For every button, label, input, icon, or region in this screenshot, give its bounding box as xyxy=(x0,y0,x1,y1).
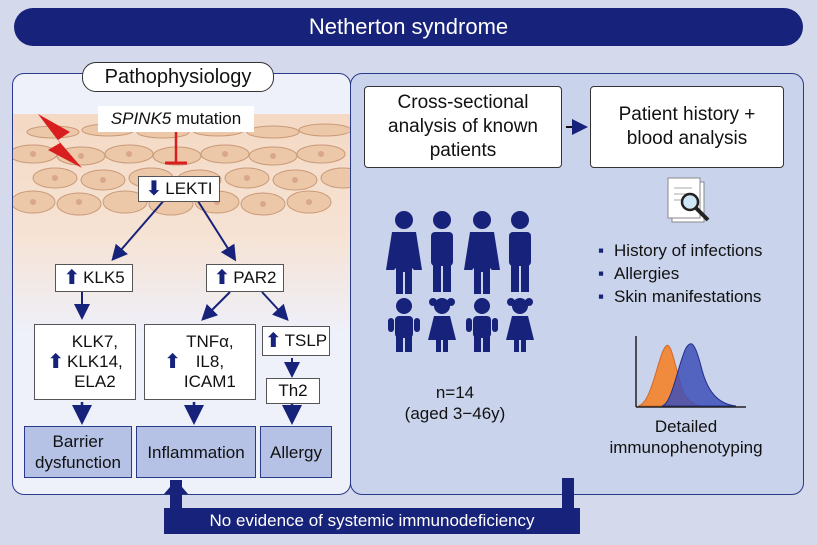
up-arrow-icon: ⬆ xyxy=(264,330,282,352)
down-arrow-icon: ⬇ xyxy=(145,178,163,200)
list-item: Allergies xyxy=(598,262,762,285)
th2-label: Th2 xyxy=(278,381,308,400)
person-icon xyxy=(388,298,420,352)
par2-label: PAR2 xyxy=(233,268,277,287)
tslp-label: TSLP xyxy=(284,331,328,350)
klk5-box: ⬆KLK5 xyxy=(55,264,133,292)
icam1-label: ICAM1 xyxy=(183,372,236,391)
pathophysiology-title: Pathophysiology xyxy=(82,62,274,92)
up-arrow-icon: ⬆ xyxy=(47,351,64,373)
person-icon xyxy=(464,211,500,294)
par2-box: ⬆PAR2 xyxy=(206,264,284,292)
spink5-gene: SPINK5 xyxy=(110,109,172,128)
il8-label: IL8, xyxy=(195,352,225,371)
up-arrow-icon: ⬆ xyxy=(63,267,81,289)
list-item: Skin manifestations xyxy=(598,285,762,308)
person-icon xyxy=(431,211,453,292)
klk7-label: KLK7, xyxy=(71,332,119,351)
title-text: Netherton syndrome xyxy=(308,14,509,39)
patients-group xyxy=(386,211,534,352)
histogram-icon xyxy=(635,336,746,408)
conclusion-banner: No evidence of systemic immunodeficiency xyxy=(164,508,580,534)
person-icon xyxy=(386,211,422,294)
klk-group-box: ⬆ KLK7, KLK14, ELA2 xyxy=(34,324,136,400)
title-banner: Netherton syndrome xyxy=(14,8,803,46)
up-arrow-icon: ⬆ xyxy=(213,267,231,289)
inflammation-box: Inflammation xyxy=(136,426,256,478)
n-label: n=14 xyxy=(435,383,475,402)
allergy-label: Allergy xyxy=(270,442,322,462)
cross-sectional-label: Cross-sectional analysis of known patien… xyxy=(388,92,538,161)
tslp-box: ⬆TSLP xyxy=(262,326,330,356)
pathophysiology-label: Pathophysiology xyxy=(104,65,252,88)
th2-box: Th2 xyxy=(266,378,320,404)
document-magnifier-icon xyxy=(667,177,710,223)
patient-history-box: Patient history + blood analysis xyxy=(590,86,784,168)
person-icon xyxy=(466,298,498,352)
klk14-label: KLK14, xyxy=(67,352,123,371)
immunophenotyping-text: Detailed immunophenotyping xyxy=(609,417,763,457)
spink5-mutation-label: SPINK5 mutation xyxy=(98,106,254,132)
assessment-list: History of infections Allergies Skin man… xyxy=(598,239,762,308)
allergy-box: Allergy xyxy=(260,426,332,478)
age-label: (aged 3−46y) xyxy=(404,404,506,423)
cohort-info: n=14 (aged 3−46y) xyxy=(380,382,530,424)
barrier-dysfunction-label: Barrier dysfunction xyxy=(35,432,121,472)
lekti-box: ⬇LEKTI xyxy=(138,176,220,202)
patient-history-label: Patient history + blood analysis xyxy=(618,104,756,149)
lightning-icon xyxy=(38,114,82,168)
barrier-dysfunction-box: Barrier dysfunction xyxy=(24,426,132,478)
list-item: History of infections xyxy=(598,239,762,262)
tnf-label: TNFα, xyxy=(186,332,234,351)
klk5-label: KLK5 xyxy=(83,268,125,287)
person-icon xyxy=(506,298,534,352)
inflammation-label: Inflammation xyxy=(147,442,245,462)
up-arrow-icon: ⬆ xyxy=(164,351,181,373)
cross-sectional-box: Cross-sectional analysis of known patien… xyxy=(364,86,562,168)
person-icon xyxy=(428,298,456,352)
lekti-label: LEKTI xyxy=(165,179,213,198)
ela2-label: ELA2 xyxy=(74,372,116,391)
person-icon xyxy=(509,211,531,292)
tnf-group-box: ⬆ TNFα, IL8, ICAM1 xyxy=(144,324,256,400)
spink5-suffix: mutation xyxy=(171,109,242,128)
immunophenotyping-label: Detailed immunophenotyping xyxy=(586,416,786,458)
conclusion-text: No evidence of systemic immunodeficiency xyxy=(209,511,535,530)
